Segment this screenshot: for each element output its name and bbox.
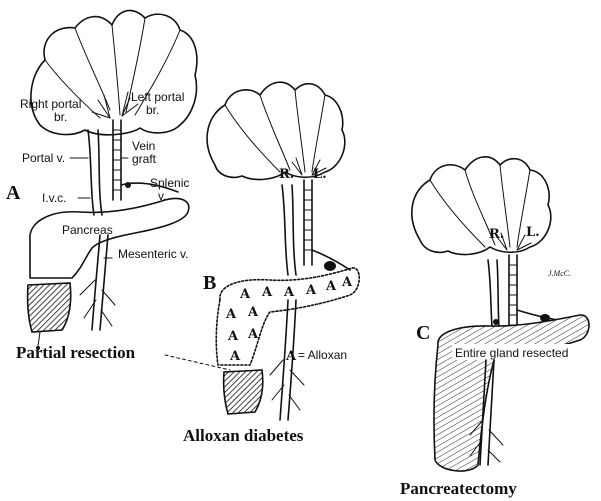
vein-graft-b xyxy=(303,179,313,266)
label-portal-v: Portal v. xyxy=(22,151,65,165)
label-left-portal: Left portal xyxy=(131,90,184,104)
panel-letter-a: A xyxy=(6,182,21,204)
svg-text:A: A xyxy=(341,275,353,290)
label-mesenteric-v: Mesenteric v. xyxy=(118,247,188,261)
resected-piece-a xyxy=(26,282,72,333)
svg-text:A: A xyxy=(325,279,337,294)
label-ivc: I.v.c. xyxy=(42,191,66,205)
artist-signature: J.McC. xyxy=(548,269,571,278)
caption-partial-resection: Partial resection xyxy=(16,343,136,362)
caption-alloxan-diabetes: Alloxan diabetes xyxy=(183,426,304,445)
label-r-c: R. xyxy=(489,227,504,242)
pancreas-b xyxy=(215,267,361,366)
label-right-portal-br: br. xyxy=(54,110,67,124)
svg-text:A: A xyxy=(239,287,251,302)
label-r-b: R. xyxy=(279,167,294,182)
mesenteric-vein-c xyxy=(479,359,495,466)
label-vein: Vein xyxy=(132,139,155,153)
mesenteric-vein-a xyxy=(91,234,109,331)
svg-text:A: A xyxy=(283,285,295,300)
label-entire-gland-resected: Entire gland resected xyxy=(455,346,568,360)
alloxan-legend-symbol: A xyxy=(285,349,297,364)
label-splenic: Splenic xyxy=(150,176,189,190)
ivc-a xyxy=(87,129,103,216)
panel-letter-c: C xyxy=(416,322,430,344)
resected-gland-c xyxy=(433,314,590,472)
alloxan-markers: A A A A A A A A A A A xyxy=(225,275,353,364)
label-right-portal: Right portal xyxy=(20,97,81,111)
pancreas-a xyxy=(29,197,190,279)
svg-text:A: A xyxy=(225,307,237,322)
label-splenic-v: v. xyxy=(158,189,166,203)
label-left-portal-br: br. xyxy=(146,103,159,117)
svg-text:A: A xyxy=(247,305,259,320)
liver-b xyxy=(206,81,346,181)
svg-text:A: A xyxy=(247,327,259,342)
svg-text:A: A xyxy=(261,285,273,300)
svg-text:A: A xyxy=(305,283,317,298)
label-graft: graft xyxy=(132,152,157,166)
mesenteric-vein-b xyxy=(279,299,297,421)
label-l-c: L. xyxy=(526,225,540,240)
panel-c: R. L. J.McC. Entire gland resected C Pan… xyxy=(400,156,590,498)
resected-piece-b xyxy=(222,369,264,415)
gland-label-box xyxy=(452,344,576,360)
panel-letter-b: B xyxy=(203,272,216,294)
label-pancreas: Pancreas xyxy=(62,223,113,237)
label-l-b: L. xyxy=(313,167,327,182)
svg-text:A: A xyxy=(227,329,239,344)
panel-a: A Right portal br. Left portal br. Porta… xyxy=(6,9,231,371)
svg-text:A: A xyxy=(229,349,241,364)
alloxan-legend-text: = Alloxan xyxy=(298,348,347,362)
caption-pancreatectomy: Pancreatectomy xyxy=(400,479,517,498)
liver-c xyxy=(411,156,552,256)
panel-b: R. L. A A A A A A A A A A A B A = Alloxa… xyxy=(183,81,361,445)
